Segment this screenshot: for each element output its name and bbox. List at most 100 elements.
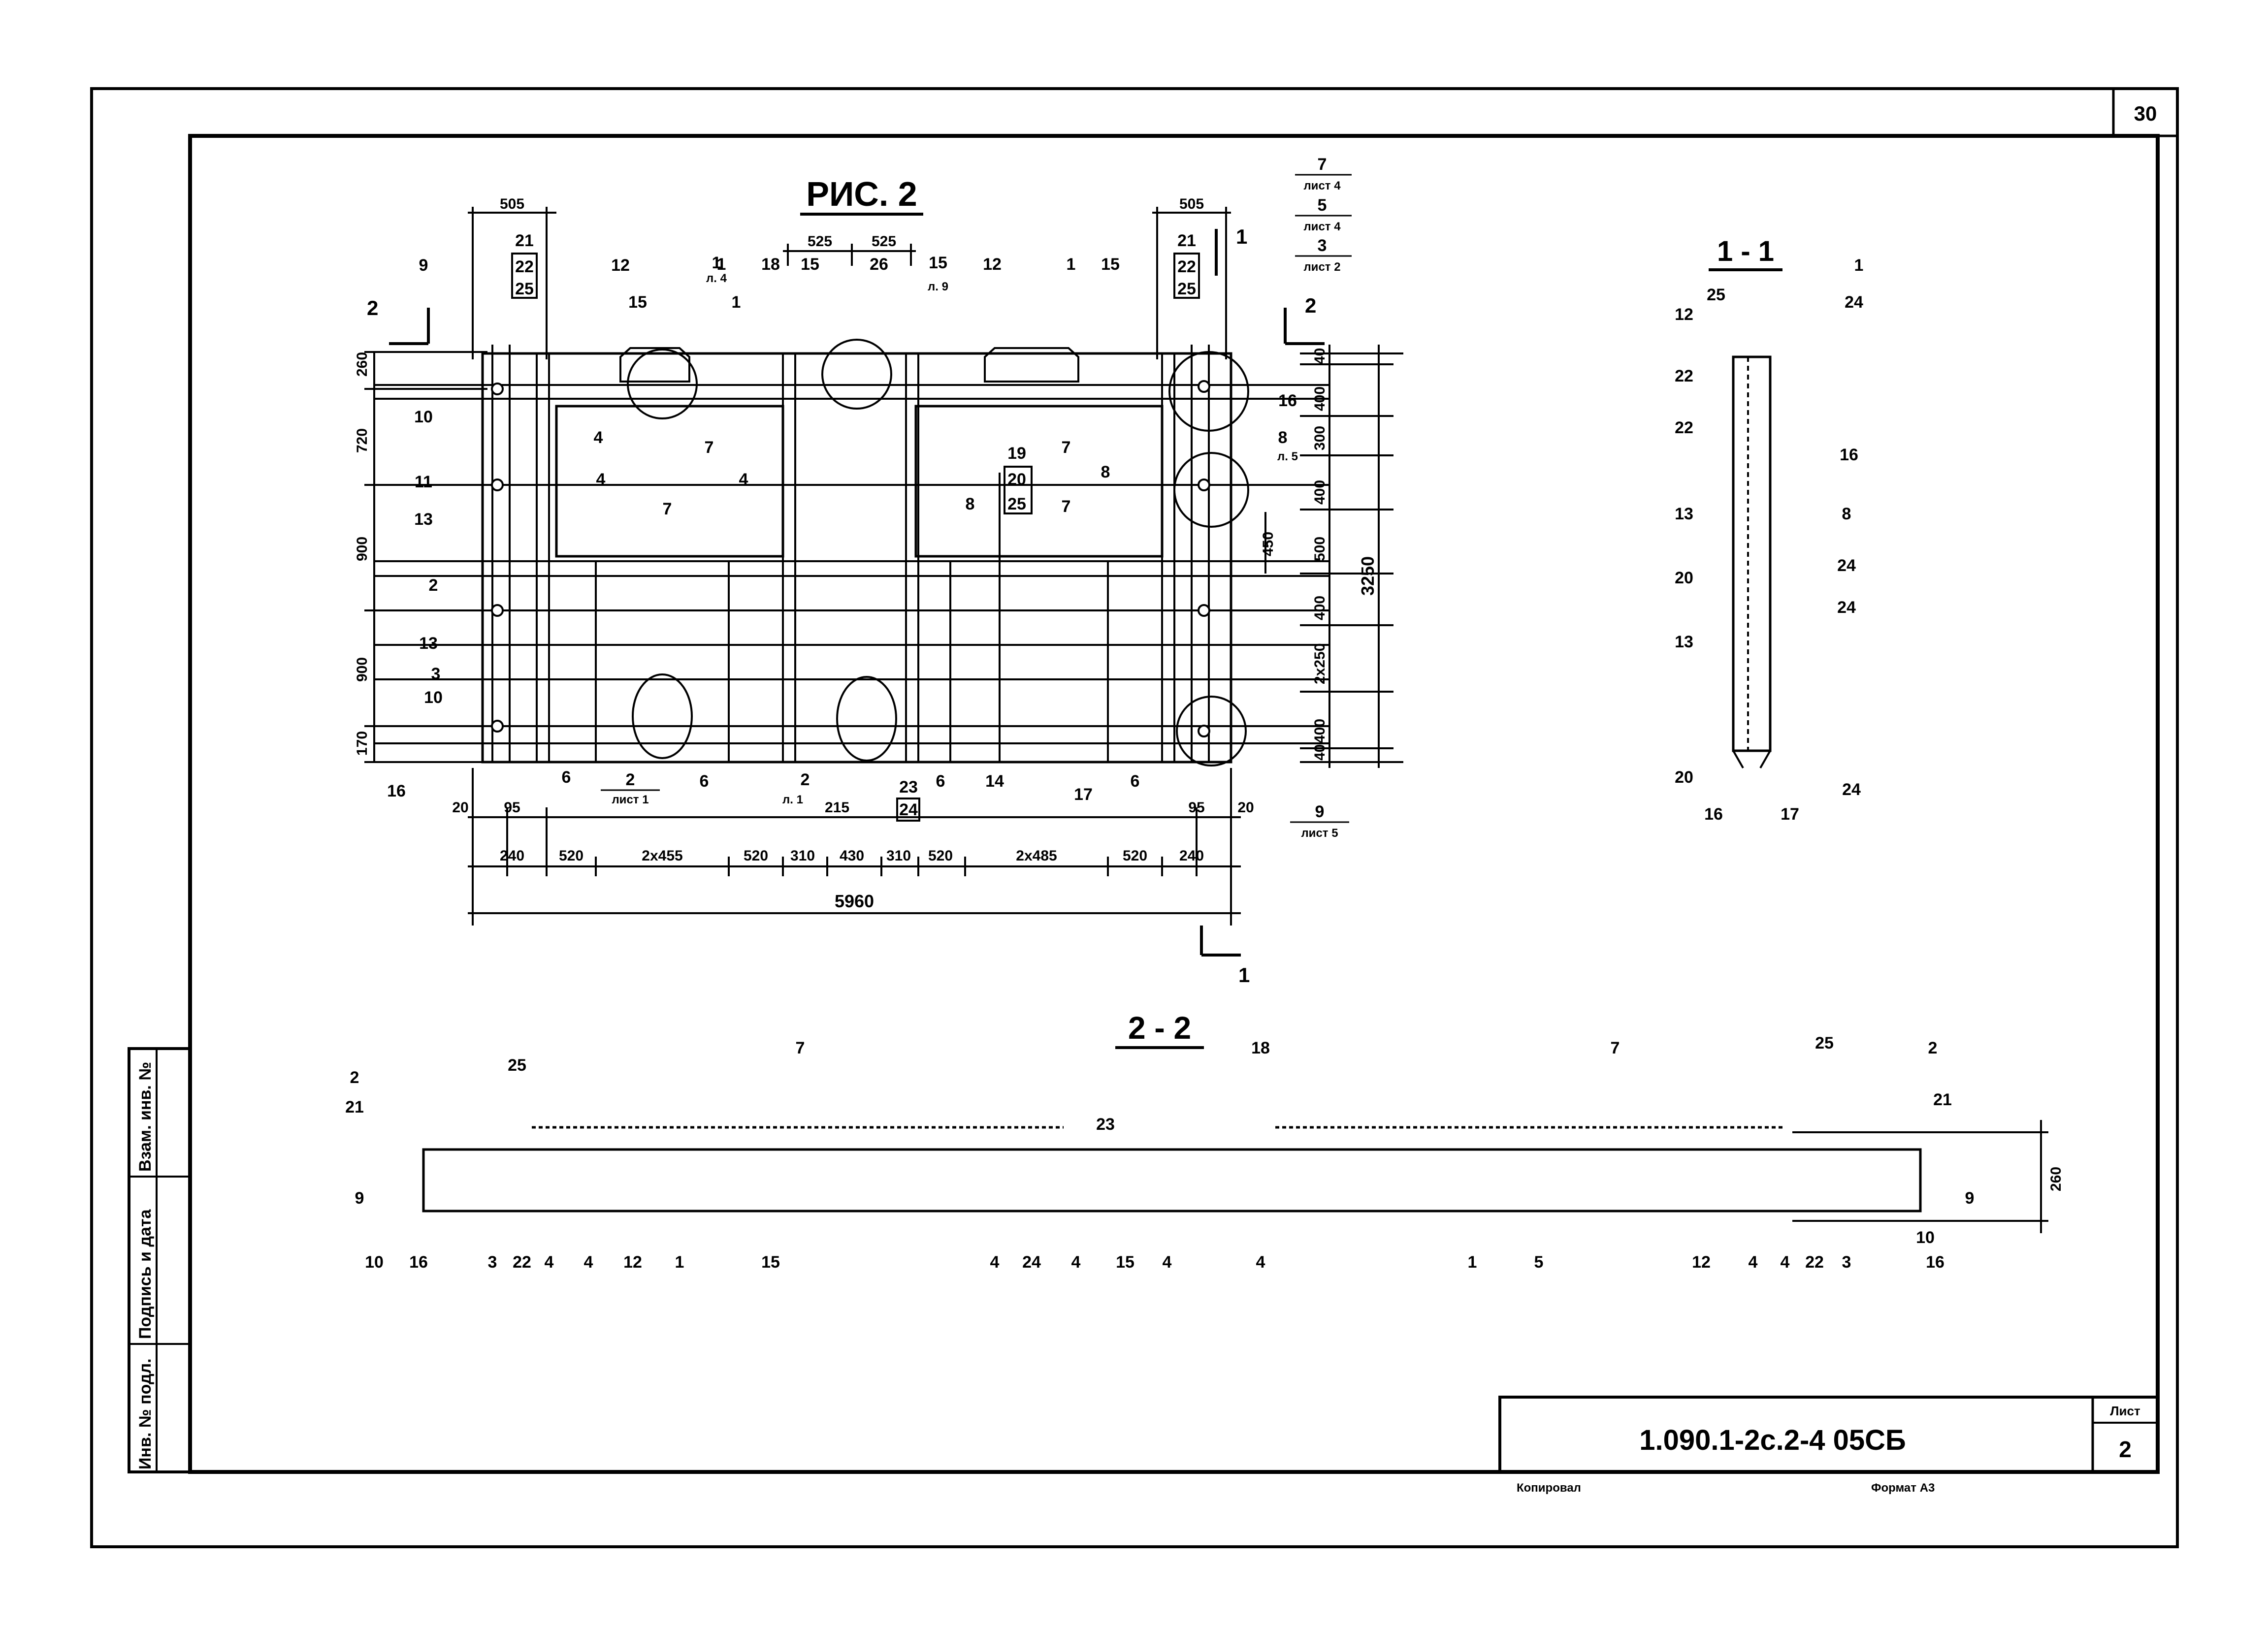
box-right-21: 21 (1177, 231, 1196, 250)
copied-label: Копировал (1517, 1481, 1581, 1495)
dim-right-0: 40 (1312, 348, 1328, 364)
pos-label: 9 (419, 256, 428, 275)
ref-5: 5 (1318, 196, 1327, 215)
pos-label: 8 (966, 495, 975, 513)
ref-3: 3 (1318, 236, 1327, 255)
pos-label: 10 (365, 1253, 384, 1272)
pos-label: 9 (1965, 1189, 1975, 1208)
pos-label: 1 (675, 1253, 684, 1272)
pos-label: 4 (596, 470, 606, 489)
pos-label: 16 (1926, 1253, 1944, 1272)
pos-label: 12 (1675, 305, 1693, 324)
box-right-22: 22 (1177, 257, 1196, 276)
ref-3-sheet: лист 2 (1303, 260, 1340, 274)
outer-frame (90, 87, 2179, 1548)
dim-bottom2-2: 2x455 (642, 848, 682, 864)
pos-label: 24 (1842, 780, 1861, 799)
ref-8: 8 (1278, 428, 1288, 447)
pos-label: 20 (1675, 768, 1693, 787)
dim-left-1: 720 (354, 428, 370, 453)
pos-label: 4 (584, 1253, 593, 1272)
pos-label: 4 (1163, 1253, 1172, 1272)
pos-label: 10 (1916, 1228, 1935, 1247)
dim-bottom2-3: 520 (744, 848, 768, 864)
pos-label: 6 (700, 772, 709, 791)
pos-label: 13 (1675, 633, 1693, 651)
pos-label: 26 (870, 255, 888, 274)
page-number-box (2112, 87, 2179, 137)
pos-label: 21 (1933, 1090, 1952, 1109)
dim-right-2: 300 (1312, 426, 1328, 450)
dim-bottom1-1: 95 (504, 799, 520, 816)
box-center-20: 20 (1007, 470, 1026, 489)
pos-label: 15 (801, 255, 819, 274)
dim-right-8: 40 (1312, 744, 1328, 761)
ref-2b-sheet: л. 1 (782, 793, 803, 806)
dim-left-4: 170 (354, 731, 370, 756)
pos-label: 6 (1131, 772, 1140, 791)
ref-9: 9 (1315, 802, 1325, 821)
ref-2: 2 (626, 770, 635, 789)
box-left-22: 22 (515, 257, 534, 276)
pos-label: 1 (1468, 1253, 1477, 1272)
pos-label: 25 (1815, 1034, 1834, 1053)
pos-label: 15 (761, 1253, 780, 1272)
dim-bottom2-6: 310 (886, 848, 911, 864)
ref-8-sheet: л. 5 (1277, 450, 1298, 463)
box-center-25: 25 (1007, 495, 1026, 513)
pos-label: 22 (513, 1253, 531, 1272)
section-1-1: 1 - 1 12 25 22 22 13 20 13 20 16 1 24 16… (1675, 235, 1863, 824)
pos-label: 4 (1781, 1253, 1790, 1272)
pos-label: 2 (1928, 1039, 1938, 1057)
figure-title: РИС. 2 (806, 175, 917, 213)
dim-right-6: 2x250 (1312, 643, 1328, 684)
pos-label: 17 (1074, 785, 1093, 804)
section-2-body (422, 1148, 1922, 1213)
pos-label: 15 (628, 293, 647, 312)
section-1-body (1732, 355, 1772, 752)
pos-label: 22 (1675, 418, 1693, 437)
pos-label: 7 (663, 500, 672, 518)
pos-label: 1 (1854, 256, 1864, 275)
dim-right-450: 450 (1260, 532, 1276, 556)
format-label: Формат А3 (1871, 1481, 1935, 1495)
dim-bottom1-2: 215 (825, 799, 849, 816)
section-2-title: 2 - 2 (1128, 1010, 1191, 1046)
pos-label: 22 (1805, 1253, 1824, 1272)
box-24: 24 (899, 800, 918, 819)
page-number: 30 (2134, 102, 2157, 125)
ref-2-sheet: лист 1 (612, 793, 648, 806)
pos-label: 22 (1675, 367, 1693, 385)
pos-label: 4 (1071, 1253, 1081, 1272)
pos-label: 18 (761, 255, 780, 274)
pos-label: 1 (1067, 255, 1076, 274)
pos-label: 4 (545, 1253, 554, 1272)
box-left-25: 25 (515, 280, 534, 298)
pos-label: 24 (1837, 598, 1856, 617)
dim-total-height: 3250 (1358, 556, 1378, 596)
pos-label: 13 (414, 510, 433, 529)
ref-7: 7 (1318, 155, 1327, 174)
dim-bottom2-1: 520 (559, 848, 583, 864)
pos-label: 25 (508, 1056, 526, 1075)
ref-7-sheet: лист 4 (1303, 179, 1341, 192)
pos-label: 17 (1781, 805, 1799, 824)
box-23: 23 (899, 778, 918, 797)
pos-label: 25 (1707, 286, 1725, 304)
pos-label: 12 (611, 256, 630, 275)
cut1-top: 1 (1236, 225, 1247, 248)
dim-left-2: 900 (354, 537, 370, 561)
pos-label: 5 (1534, 1253, 1544, 1272)
pos-label: 2 (350, 1068, 359, 1087)
pos-label: 4 (739, 470, 748, 489)
box-center-19: 19 (1007, 444, 1026, 463)
dim-bottom2-7: 520 (928, 848, 953, 864)
pos-label: 7 (796, 1039, 805, 1057)
ref-1: 1 (712, 254, 721, 272)
ref-15: 15 (929, 254, 947, 272)
pos-label: 16 (1278, 391, 1297, 410)
ref-5-sheet: лист 4 (1303, 220, 1341, 233)
dim-right-4: 500 (1312, 537, 1328, 561)
pos-label: 12 (983, 255, 1002, 274)
